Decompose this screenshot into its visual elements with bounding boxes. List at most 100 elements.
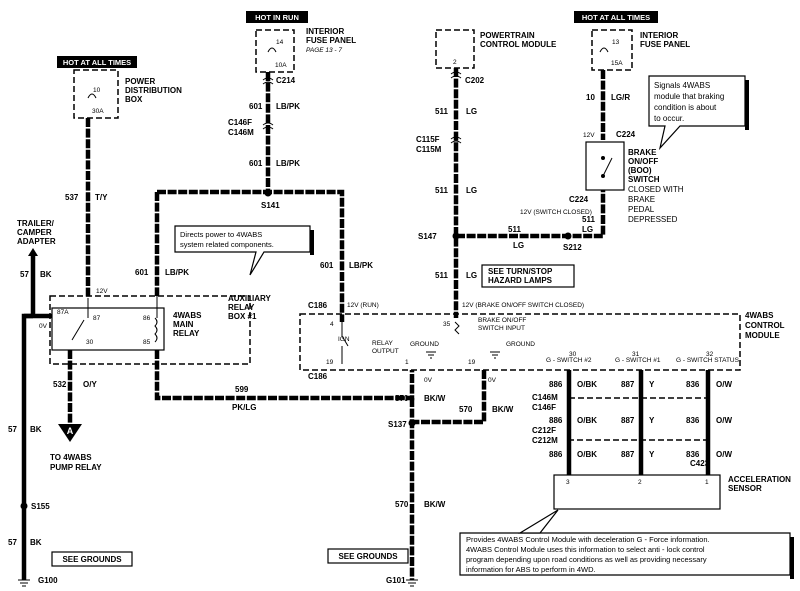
wire-599-number: 599 xyxy=(235,385,249,394)
wire-57b-color: BK xyxy=(30,425,42,434)
pdb-fuse-number: 10 xyxy=(93,87,101,94)
pdb-label-2: DISTRIBUTION xyxy=(125,86,182,95)
cm-pin-35: 35 xyxy=(443,321,451,328)
aux-relay-box xyxy=(49,295,251,365)
callout-provides-line-1: Provides 4WABS Control Module with decel… xyxy=(466,535,710,544)
gsw-r3-886: 886 xyxy=(549,450,563,459)
connector-c186-top: C186 xyxy=(308,301,328,310)
gsw-r1-obk: O/BK xyxy=(577,380,597,389)
callout-signals-line-4: to occur. xyxy=(654,114,684,123)
boo-label-1: BRAKE xyxy=(628,148,657,157)
splice-s141: S141 xyxy=(261,201,280,210)
gsw-r2-obk: O/BK xyxy=(577,416,597,425)
boo-desc-2: BRAKE xyxy=(628,195,655,204)
ground-g101-icon xyxy=(406,579,418,587)
connector-c146-icon xyxy=(262,122,274,130)
cm-pin-30: 30 xyxy=(569,351,577,358)
gsw-r1-y: Y xyxy=(649,380,655,389)
splice-s212: S212 xyxy=(563,243,582,252)
wire-570b-color: BK/W xyxy=(492,405,514,414)
ifp1-label-3: PAGE 13 - 7 xyxy=(306,47,342,54)
accel-sensor-box xyxy=(553,474,721,510)
wire-601d-color: LB/PK xyxy=(349,261,373,270)
gsw-r3-836: 836 xyxy=(686,450,700,459)
wire-601c-number: 601 xyxy=(135,268,149,277)
pcm-pin: 2 xyxy=(453,59,457,66)
cm-pin-1: 1 xyxy=(405,359,409,366)
gsw-r3-y: Y xyxy=(649,450,655,459)
gsw-r1-886: 886 xyxy=(549,380,563,389)
boo-switch-blade xyxy=(602,157,613,177)
pdb-fuse-icon xyxy=(87,93,97,99)
see-hazard-label-2: HAZARD LAMPS xyxy=(488,276,553,285)
callout-signals-shadow xyxy=(745,80,749,130)
wire-601-right xyxy=(157,189,345,322)
see-grounds-box-2[interactable] xyxy=(327,548,409,564)
hot-all-times-badge-2 xyxy=(574,11,658,23)
wire-511c-color: LG xyxy=(466,271,477,280)
trailer-label-1: TRAILER/ xyxy=(17,219,55,228)
wire-570b-number: 570 xyxy=(459,405,473,414)
ifp2-fuse-box xyxy=(591,29,633,71)
gsw-r2-836: 836 xyxy=(686,416,700,425)
wire-57b-number: 57 xyxy=(8,425,17,434)
pump-relay-label-2: PUMP RELAY xyxy=(50,463,102,472)
cm-ground-2: GROUND xyxy=(506,341,535,348)
hot-in-run-label: HOT IN RUN xyxy=(255,13,299,22)
callout-directs-line-1: Directs power to 4WABS xyxy=(180,230,262,239)
wire-511e-color: LG xyxy=(582,225,593,234)
boo-desc-3: PEDAL xyxy=(628,205,655,214)
pdb-fuse-amps: 30A xyxy=(92,108,104,115)
ifp1-fuse-box xyxy=(255,29,295,73)
connector-c423: C423 xyxy=(690,459,710,468)
wire-601a-number: 601 xyxy=(249,102,263,111)
cm-pin-19b: 19 xyxy=(468,359,476,366)
relay-pin-86: 86 xyxy=(143,315,151,322)
aux-relay-label-1: AUXILIARY xyxy=(228,294,271,303)
splice-s155: S155 xyxy=(31,502,50,511)
see-hazard-box[interactable] xyxy=(481,264,575,288)
wire-511b-color: LG xyxy=(466,186,477,195)
pcm-label-2: CONTROL MODULE xyxy=(480,40,557,49)
see-grounds-box-1[interactable] xyxy=(51,551,133,567)
connector-c146m: C146M xyxy=(228,128,254,137)
wire-511e-number: 511 xyxy=(582,215,595,224)
boo-switch-box xyxy=(585,141,625,191)
wire-57a-number: 57 xyxy=(20,270,29,279)
aux-relay-label-3: BOX #1 xyxy=(228,312,257,321)
callout-signals-line-1: Signals 4WABS xyxy=(654,81,710,90)
connector-c186-bottom: C186 xyxy=(308,372,328,381)
relay-pin-30: 30 xyxy=(86,339,94,346)
ifp2-label-1: INTERIOR xyxy=(640,31,678,40)
ifp1-label-1: INTERIOR xyxy=(306,27,344,36)
wire-511b-number: 511 xyxy=(435,186,448,195)
cm-relay-output-2: OUTPUT xyxy=(372,348,399,355)
ground-g100-icon xyxy=(18,579,30,587)
cm-pin-4: 4 xyxy=(330,321,334,328)
connector-c115-icon xyxy=(450,136,462,144)
splice-s212-dot xyxy=(564,232,572,240)
wire-57a-color: BK xyxy=(40,270,52,279)
pump-relay-label-1: TO 4WABS xyxy=(50,453,92,462)
callout-provides-line-3: program depending upon road conditions a… xyxy=(466,555,707,564)
gsw-r1-887: 887 xyxy=(621,380,635,389)
accel-pin-2: 2 xyxy=(638,479,642,486)
cm-12v-brake: 12V (BRAKE ON/OFF SWITCH CLOSED) xyxy=(462,302,584,309)
wire-570-b xyxy=(412,370,487,425)
callout-signals-line-2: module that braking xyxy=(654,92,724,101)
connector-c224-top: C224 xyxy=(616,130,636,139)
main-relay-box xyxy=(51,307,165,351)
gsw-r2-y: Y xyxy=(649,416,655,425)
hot-in-run-badge xyxy=(246,11,308,23)
wire-537-number: 537 xyxy=(65,193,79,202)
cm-gswitch-status: G - SWITCH STATUS xyxy=(676,357,740,364)
pump-relay-letter: A xyxy=(67,426,74,436)
hot-all-times-label-1: HOT AT ALL TIMES xyxy=(63,58,131,67)
splice-s137: S137 xyxy=(388,420,407,429)
callout-provides-pointer xyxy=(517,509,559,534)
splice-s137-dot xyxy=(408,419,416,427)
gsw-r3-obk: O/BK xyxy=(577,450,597,459)
trailer-label-2: CAMPER xyxy=(17,228,52,237)
ground-g100: G100 xyxy=(38,576,58,585)
gsw-r2-ow: O/W xyxy=(716,416,732,425)
